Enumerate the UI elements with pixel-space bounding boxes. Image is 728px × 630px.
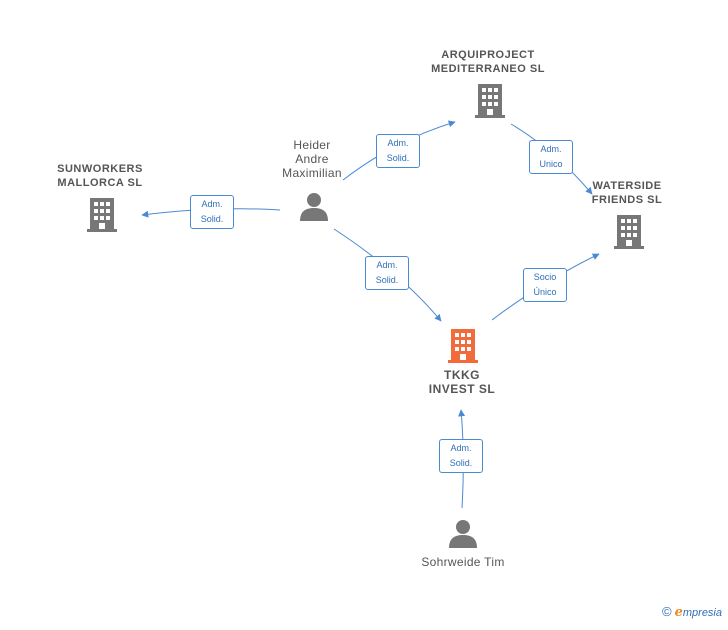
person-icon[interactable]: [449, 520, 477, 548]
node-label-arquiproject[interactable]: ARQUIPROJECT MEDITERRANEO SL: [431, 49, 545, 75]
brand-watermark: ©empresia: [662, 604, 722, 620]
edge-label-sohrweide-tkkg[interactable]: Adm. Solid.: [439, 439, 483, 473]
node-label-sunworkers[interactable]: SUNWORKERS MALLORCA SL: [57, 163, 143, 189]
edge-label-arquiproject-waterside[interactable]: Adm. Unico: [529, 140, 573, 174]
person-icon[interactable]: [300, 193, 328, 221]
copyright-symbol: ©: [662, 604, 672, 619]
edge-label-tkkg-waterside[interactable]: Socio Único: [523, 268, 567, 302]
edge-label-heider-sunworkers[interactable]: Adm. Solid.: [190, 195, 234, 229]
building-icon[interactable]: [614, 215, 644, 249]
edge-label-heider-arquiproject[interactable]: Adm. Solid.: [376, 134, 420, 168]
brand-name: mpresia: [682, 607, 722, 619]
node-label-sohrweide[interactable]: Sohrweide Tim: [421, 555, 505, 569]
node-label-heider[interactable]: Heider Andre Maximilian: [282, 138, 342, 180]
node-label-waterside[interactable]: WATERSIDE FRIENDS SL: [591, 180, 663, 206]
edge-label-heider-tkkg[interactable]: Adm. Solid.: [365, 256, 409, 290]
brand-initial: e: [674, 605, 683, 620]
building-icon[interactable]: [475, 84, 505, 118]
building-icon[interactable]: [448, 329, 478, 363]
node-label-tkkg[interactable]: TKKG INVEST SL: [428, 368, 496, 396]
building-icon[interactable]: [87, 198, 117, 232]
